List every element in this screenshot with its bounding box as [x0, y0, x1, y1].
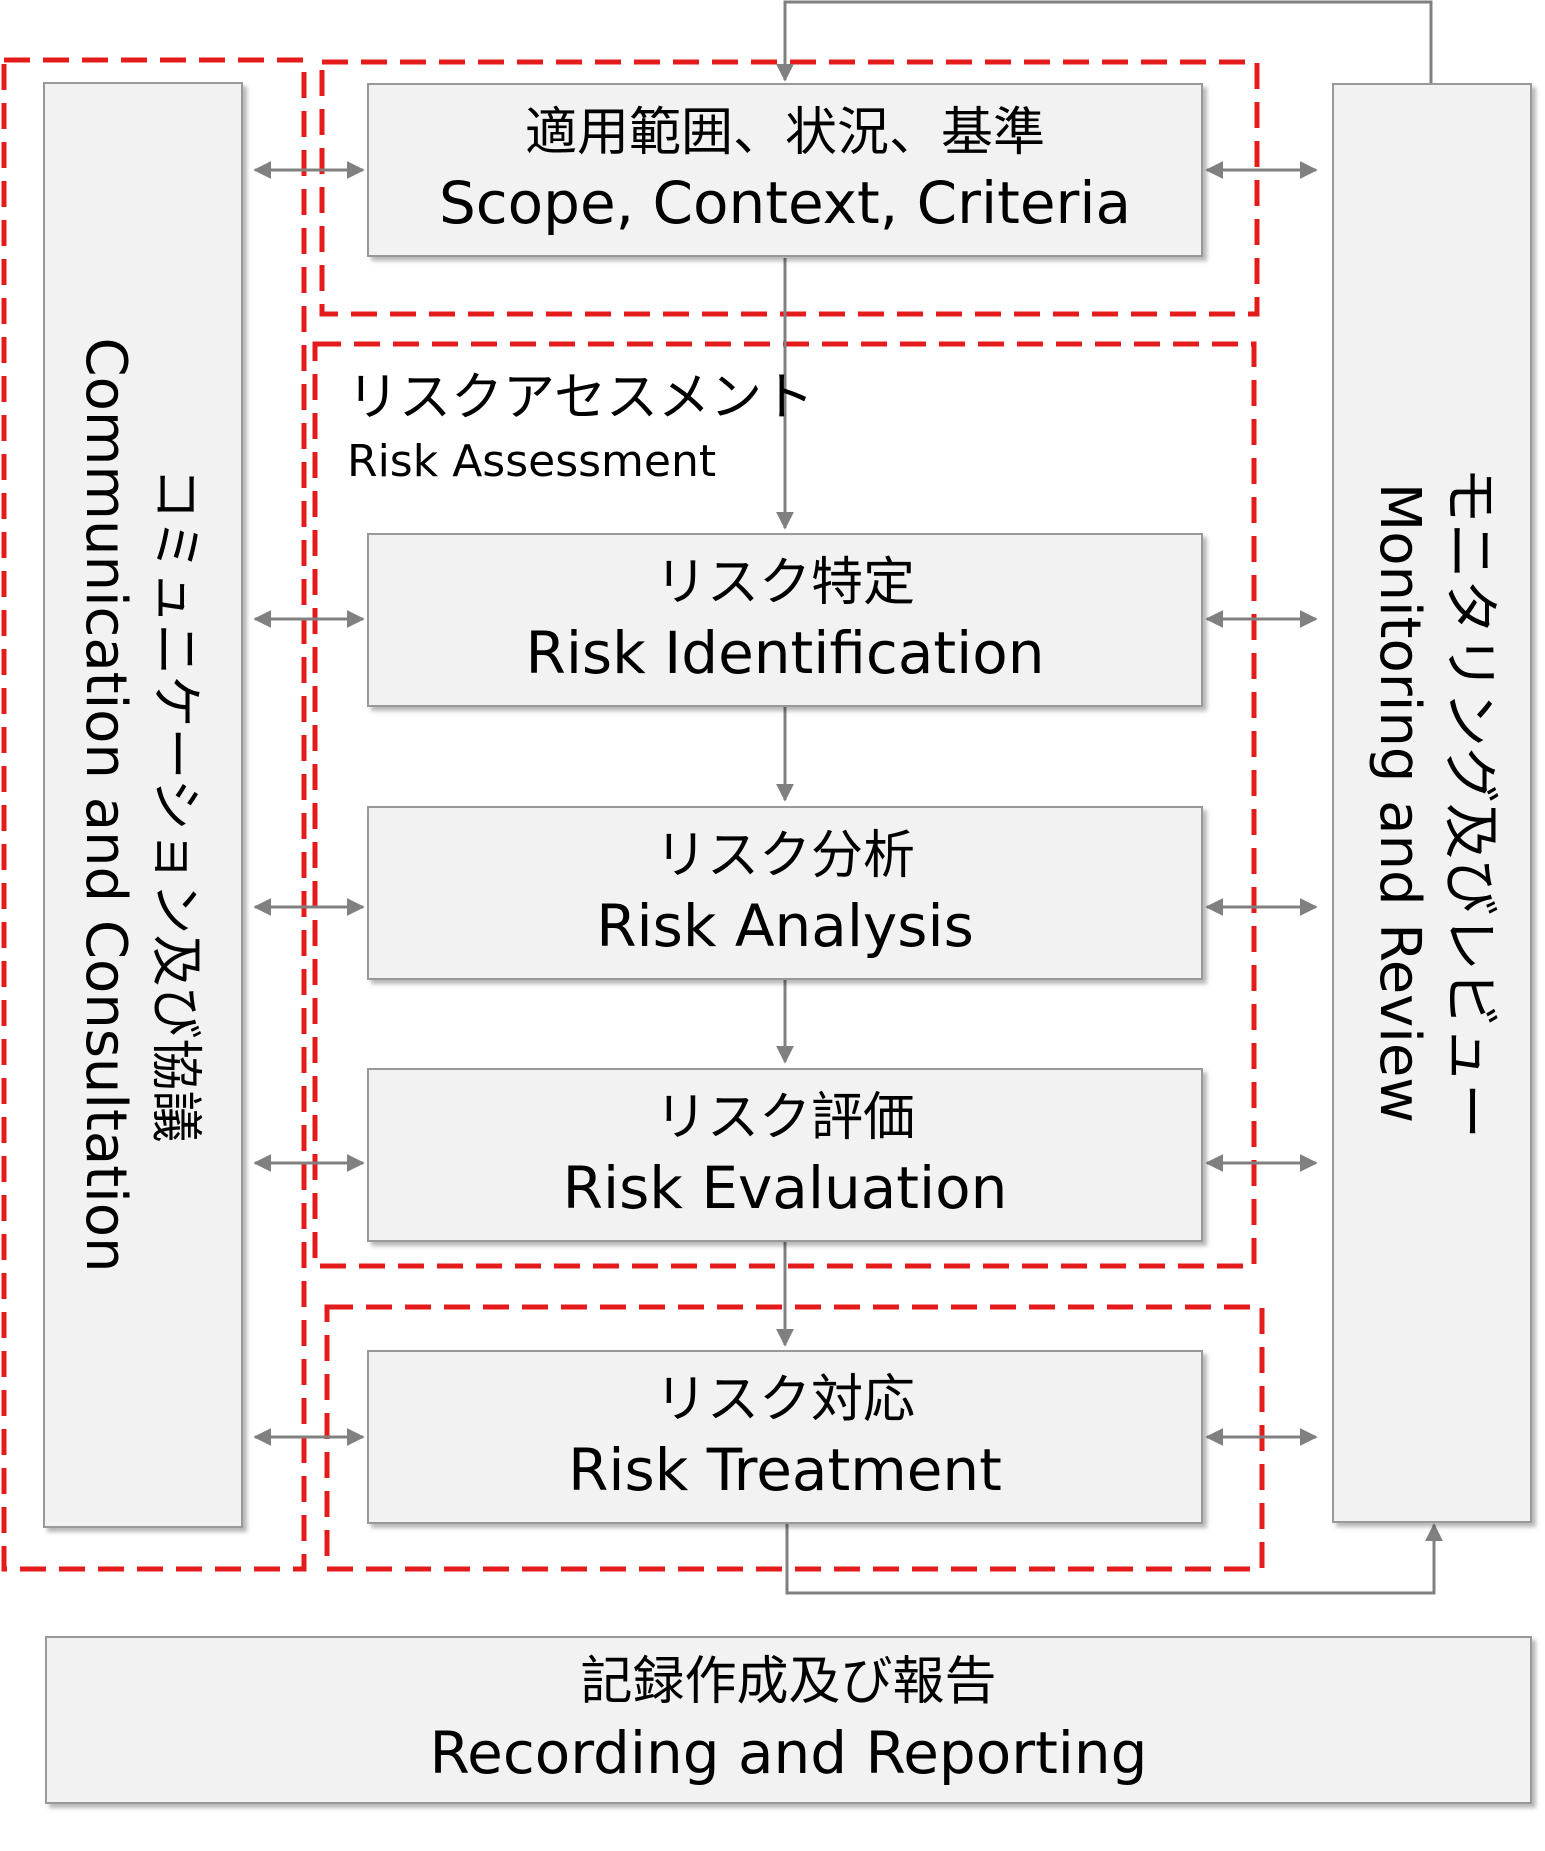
monitoring-to-scope-loop: [776, 0, 1433, 83]
step-en-label: Risk Identification: [525, 619, 1045, 688]
communication-en-label: Communication and Consultation: [73, 337, 138, 1273]
step-risk-identification: リスク特定 Risk Identification: [367, 533, 1203, 707]
monitoring-review-box: モニタリング及びレビュー Monitoring and Review: [1332, 83, 1532, 1523]
dashed-group-scope: [319, 59, 1260, 317]
side-arrows: [253, 161, 1318, 1446]
step-jp-label: リスク対応: [654, 1369, 915, 1430]
recording-reporting-box: 記録作成及び報告 Recording and Reporting: [45, 1636, 1532, 1804]
risk-assessment-en-label: Risk Assessment: [347, 436, 717, 488]
monitoring-jp-label: モニタリング及びレビュー: [1437, 467, 1502, 1139]
step-risk-analysis: リスク分析 Risk Analysis: [367, 806, 1203, 980]
risk-assessment-group-label: リスクアセスメント Risk Assessment: [347, 363, 814, 490]
recording-jp-label: 記録作成及び報告: [580, 1651, 997, 1712]
monitoring-en-label: Monitoring and Review: [1367, 482, 1432, 1124]
step-en-label: Risk Evaluation: [562, 1154, 1008, 1223]
step-en-label: Risk Analysis: [596, 892, 974, 961]
step-jp-label: 適用範囲、状況、基準: [524, 102, 1045, 163]
step-en-label: Scope, Context, Criteria: [438, 169, 1132, 238]
recording-en-label: Recording and Reporting: [429, 1719, 1148, 1788]
treatment-to-monitoring-loop: [785, 1523, 1443, 1595]
step-risk-evaluation: リスク評価 Risk Evaluation: [367, 1068, 1203, 1242]
step-jp-label: リスク分析: [654, 825, 915, 886]
step-en-label: Risk Treatment: [568, 1436, 1002, 1505]
risk-assessment-jp-label: リスクアセスメント: [347, 368, 814, 428]
step-jp-label: リスク特定: [654, 552, 915, 613]
step-risk-treatment: リスク対応 Risk Treatment: [367, 1350, 1203, 1524]
step-scope-context-criteria: 適用範囲、状況、基準 Scope, Context, Criteria: [367, 83, 1203, 257]
dashed-group-communication: [1, 57, 307, 1572]
communication-jp-label: コミュニケーション及び協議: [145, 467, 205, 1143]
communication-consultation-box: コミュニケーション及び協議 Communication and Consulta…: [43, 82, 243, 1528]
step-jp-label: リスク評価: [654, 1087, 915, 1148]
feedback-lines: [776, 0, 1443, 1595]
